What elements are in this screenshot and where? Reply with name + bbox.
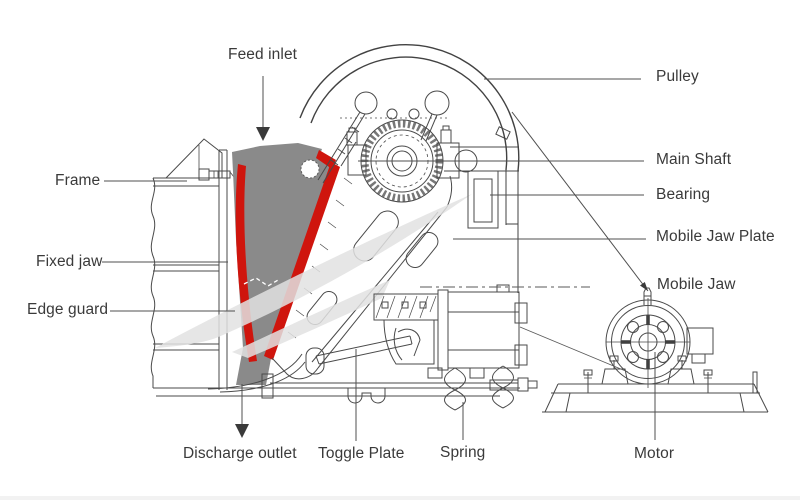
toggle-plate-part — [315, 335, 413, 365]
label-main-shaft: Main Shaft — [656, 151, 732, 168]
label-pulley: Pulley — [656, 68, 699, 85]
ball-bolt-left — [354, 91, 378, 115]
jaw-plate-top-piece — [316, 150, 336, 169]
belt-lines — [420, 286, 629, 373]
chamber-hole — [300, 159, 320, 179]
belt-line-lower — [519, 326, 629, 373]
crushing-chamber — [232, 143, 340, 385]
mobile-jaw-arrowhead — [640, 282, 648, 291]
toggle-and-spring-mechanism — [156, 328, 538, 411]
label-frame: Frame — [55, 172, 101, 189]
label-spring: Spring — [440, 444, 486, 461]
motor-top-pin — [643, 287, 652, 305]
leader-lines — [102, 76, 656, 441]
label-motor: Motor — [634, 445, 675, 462]
pulley-arcs — [299, 44, 520, 293]
tension-rod — [270, 382, 518, 389]
label-mobile-jaw-plate: Mobile Jaw Plate — [656, 228, 775, 245]
hex-bolt-right — [440, 125, 452, 144]
spring-coil-1 — [444, 367, 466, 411]
junction-box — [686, 327, 714, 355]
bottom-edge-band — [0, 496, 800, 500]
main-shaft-assembly — [317, 90, 460, 203]
mobile-jaw-plate-red — [264, 162, 340, 360]
base-foot — [347, 388, 386, 404]
label-edge-guard: Edge guard — [27, 301, 109, 318]
arrowheads — [235, 127, 648, 438]
discharge-arrowhead — [235, 424, 249, 438]
watermark — [155, 194, 472, 358]
fixed-jaw-plate — [235, 164, 257, 362]
ball-bolt-right — [424, 90, 450, 116]
frame-structure — [150, 138, 235, 390]
spring-coil-2 — [492, 365, 514, 409]
bearing-pedestal — [444, 126, 519, 229]
label-toggle-plate: Toggle Plate — [318, 445, 405, 462]
label-fixed-jaw: Fixed jaw — [36, 253, 103, 270]
feed-inlet-arrowhead — [256, 127, 270, 141]
chamber-cavity — [232, 143, 337, 385]
mobile-jaw-leader — [511, 111, 649, 292]
label-mobile-jaw: Mobile Jaw — [657, 276, 736, 293]
hex-bolt-left — [346, 127, 358, 146]
label-bearing: Bearing — [656, 186, 711, 203]
label-discharge-outlet: Discharge outlet — [183, 445, 297, 462]
rear-frame-and-adjuster — [373, 284, 528, 379]
label-feed-inlet: Feed inlet — [228, 46, 298, 63]
